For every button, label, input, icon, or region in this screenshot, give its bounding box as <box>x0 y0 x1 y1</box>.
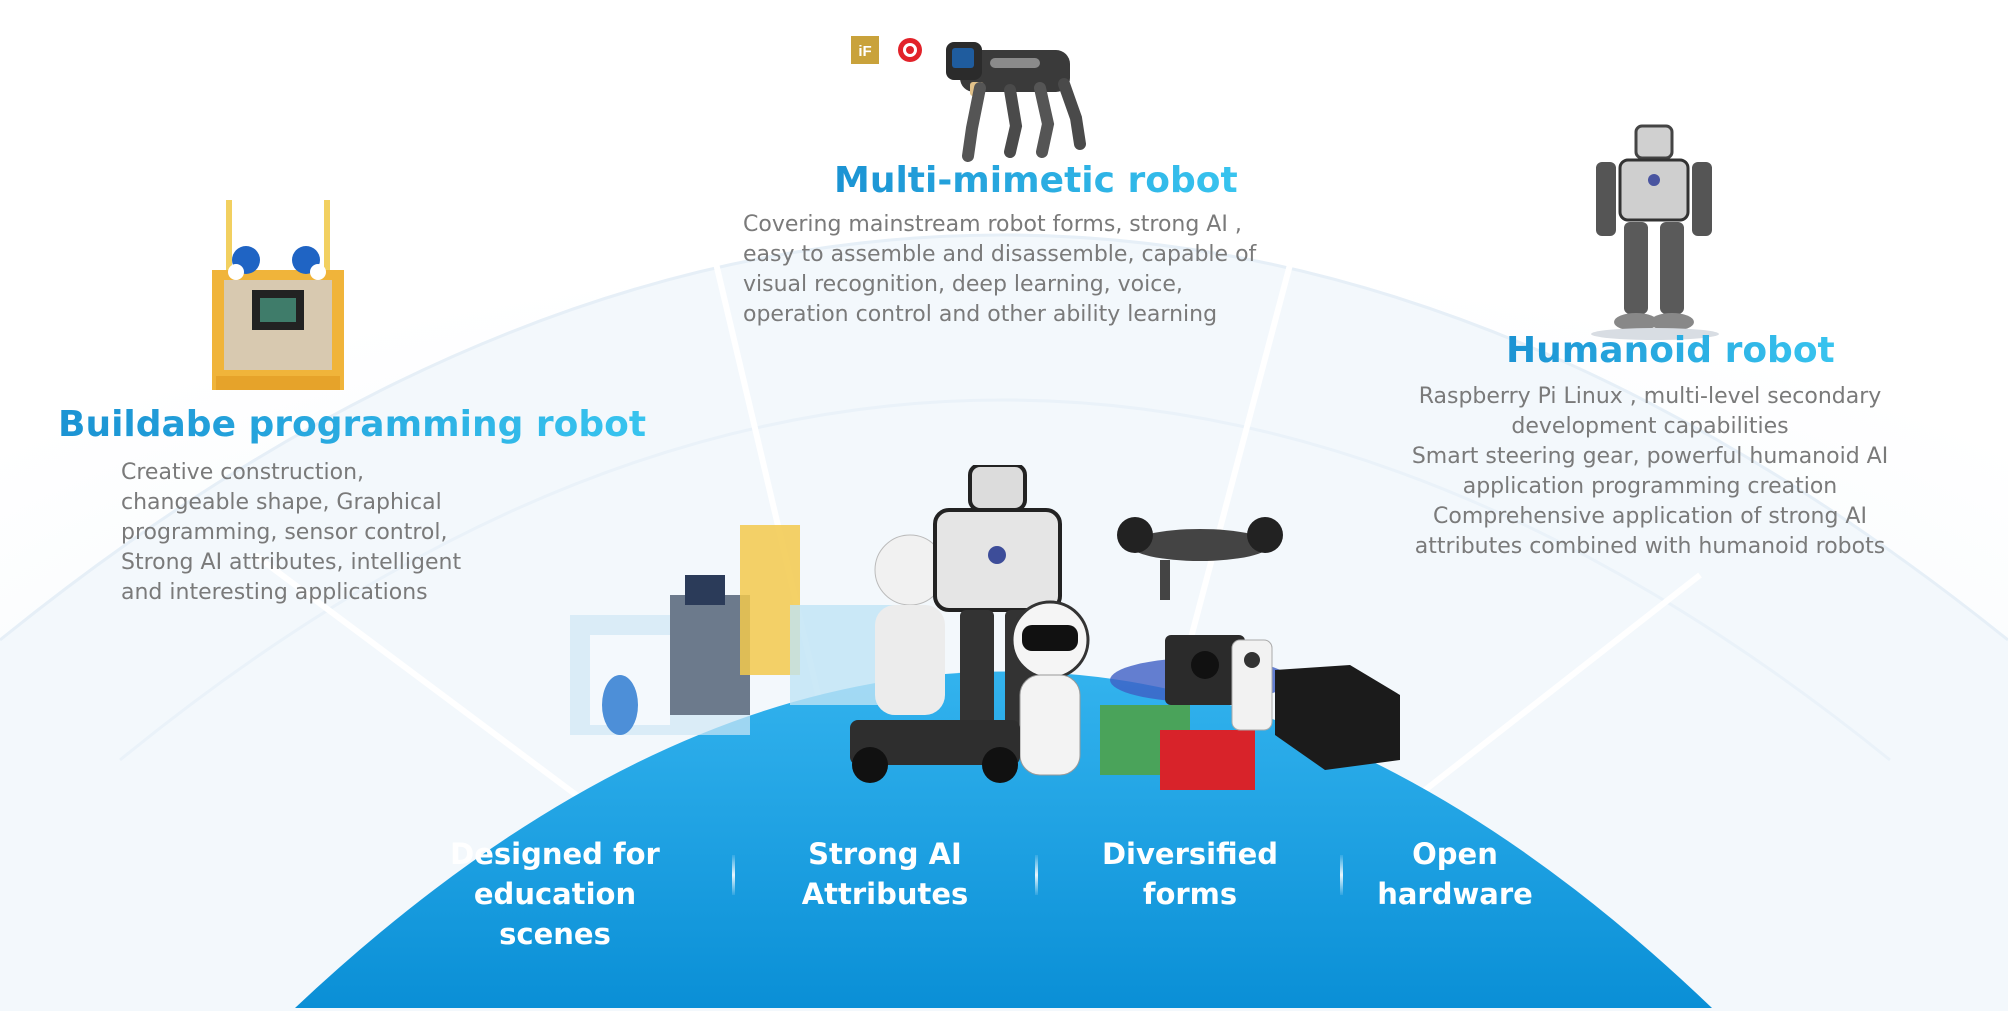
feature-diversified-forms: Diversified forms <box>1075 834 1305 914</box>
feature-line: Strong AI <box>808 837 962 871</box>
buildable-desc-line: changeable shape, Graphical <box>121 490 442 515</box>
multi-mimetic-robot-title: Multi-mimetic robot <box>834 160 1238 201</box>
feature-line: forms <box>1142 877 1238 911</box>
feature-open-hardware: Open hardware <box>1340 834 1570 914</box>
humanoid-desc-line: development capabilities <box>1511 414 1789 439</box>
humanoid-desc-line: Smart steering gear, powerful humanoid A… <box>1411 444 1889 469</box>
multi-mimetic-desc-line: visual recognition, deep learning, voice… <box>743 272 1183 297</box>
if-award-text: iF <box>858 43 871 60</box>
feature-line: scenes <box>499 917 611 951</box>
humanoid-desc-line: attributes combined with humanoid robots <box>1414 534 1886 559</box>
buildable-programming-robot-title: Buildabe programming robot <box>58 404 647 445</box>
buildable-desc-line: and interesting applications <box>121 580 428 605</box>
feature-line: Attributes <box>801 877 969 911</box>
buildable-programming-robot-description: Creative construction, changeable shape,… <box>121 458 461 608</box>
feature-divider <box>1035 855 1038 895</box>
feature-divider <box>1340 855 1343 895</box>
feature-line: Diversified <box>1101 837 1278 871</box>
feature-divider <box>732 855 735 895</box>
humanoid-robot-image <box>1591 124 1719 340</box>
feature-strong-ai-attributes: Strong AI Attributes <box>770 834 1000 914</box>
humanoid-desc-line: Raspberry Pi Linux , multi-level seconda… <box>1418 384 1882 409</box>
buildable-desc-line: programming, sensor control, <box>121 520 448 545</box>
humanoid-robot-title: Humanoid robot <box>1506 330 1835 371</box>
multi-mimetic-desc-line: easy to assemble and disassemble, capabl… <box>743 242 1257 267</box>
humanoid-desc-line: application programming creation <box>1462 474 1838 499</box>
feature-line: education <box>473 877 637 911</box>
outer-arc <box>0 235 2008 1011</box>
quadruped-robot-image <box>946 42 1086 162</box>
multi-mimetic-desc-line: Covering mainstream robot forms, strong … <box>743 212 1242 237</box>
feature-line: hardware <box>1377 877 1533 911</box>
if-award-icon: iF <box>851 36 879 64</box>
humanoid-robot-description: Raspberry Pi Linux , multi-level seconda… <box>1380 382 1920 562</box>
feature-education-scenes: Designed for education scenes <box>440 834 670 954</box>
multi-mimetic-desc-line: operation control and other ability lear… <box>743 302 1218 327</box>
red-dot-award-icon <box>898 38 922 62</box>
humanoid-desc-line: Comprehensive application of strong AI <box>1433 504 1867 529</box>
buildable-desc-line: Creative construction, <box>121 460 365 485</box>
feature-line: Open <box>1412 837 1498 871</box>
feature-line: Designed for <box>450 837 660 871</box>
buildable-desc-line: Strong AI attributes, intelligent <box>121 550 462 575</box>
multi-mimetic-robot-description: Covering mainstream robot forms, strong … <box>743 210 1256 330</box>
buildable-robot-image <box>212 200 344 390</box>
product-cluster-image <box>570 465 1400 790</box>
